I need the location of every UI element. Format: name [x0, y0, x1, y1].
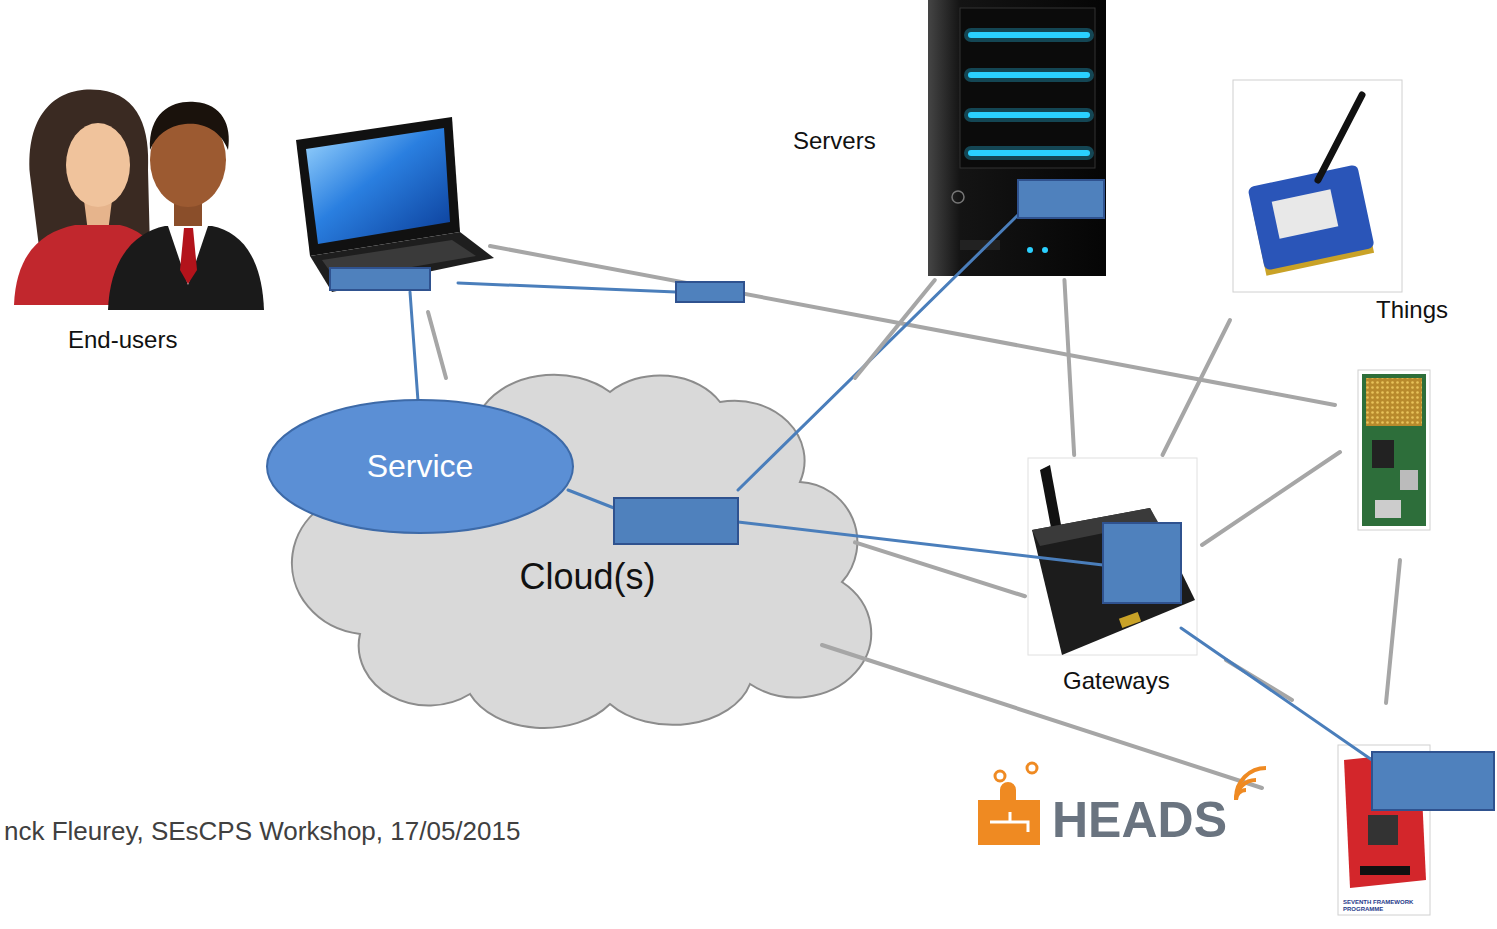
device-label: Things [1376, 296, 1448, 325]
label-holder: SEVENTH FRAMEWORK PROGRAMME [1343, 899, 1429, 912]
end-users-icon [150, 102, 229, 150]
server-tower [928, 0, 1106, 276]
heads-logo-icon [978, 782, 1040, 845]
programme-mark: SEVENTH FRAMEWORK PROGRAMME [1343, 899, 1429, 912]
xbee-module [1233, 80, 1402, 292]
server-tower [1027, 247, 1033, 253]
end-users-icon [14, 89, 264, 310]
xbee-module [1233, 80, 1402, 292]
service-ellipse: Service [265, 398, 575, 535]
pcb-board [1366, 378, 1422, 426]
network-link [1064, 280, 1074, 455]
component-block [614, 498, 738, 544]
label-holder: End-users [68, 326, 177, 355]
server-tower [964, 28, 1094, 42]
server-tower [968, 150, 1090, 156]
server-tower [968, 72, 1090, 78]
things-node: Things [1230, 80, 1470, 330]
red-board [1368, 815, 1398, 845]
heads-logo-icon [995, 771, 1005, 781]
text-holder: Servers [793, 127, 876, 156]
server-tower [964, 68, 1094, 82]
text-holder: Things [1376, 296, 1448, 325]
server-node: Servers [785, 5, 1110, 280]
component-block [1103, 523, 1181, 603]
server-tower [964, 108, 1094, 122]
laptop-icon [296, 117, 494, 292]
server-tower [952, 191, 964, 203]
heads-logo-icon [1236, 768, 1266, 798]
network-link [855, 280, 935, 378]
server-tower [960, 240, 1000, 250]
label-holder: nck Fleurey, SEsCPS Workshop, 17/05/2015 [4, 816, 520, 847]
end-users-icon [180, 228, 197, 284]
service-label: Service [265, 447, 575, 485]
network-link [1163, 320, 1231, 455]
heads-logo-icon [990, 812, 1028, 832]
component-block [1018, 180, 1104, 218]
component-block [1372, 752, 1494, 810]
text-holder: Cloud(s) [320, 555, 855, 598]
gateway-node: Gateways [1025, 455, 1200, 705]
logo-wordmark: HEADS [1052, 790, 1227, 850]
footer-credit: nck Fleurey, SEsCPS Workshop, 17/05/2015 [4, 816, 520, 847]
server-tower [928, 0, 1106, 276]
grey-wire [1386, 560, 1400, 703]
server-tower [960, 8, 1095, 168]
label-holder: HEADS [1052, 790, 1227, 850]
gateway-device [1119, 612, 1141, 628]
grey-wire [822, 645, 1262, 788]
text-holder: Gateways [1063, 667, 1170, 696]
end-users-icon [108, 226, 264, 310]
gateway-device [1028, 458, 1197, 655]
gateway-device [1028, 458, 1197, 655]
xbee-module [1272, 189, 1339, 239]
server-tower [968, 112, 1090, 118]
pcb-board [1372, 440, 1394, 468]
component-block [330, 268, 430, 290]
laptop-icon [296, 117, 460, 256]
pcb-board [1375, 500, 1401, 518]
xbee-module [1247, 164, 1374, 270]
pcb-board [1362, 374, 1426, 526]
xbee-module [1318, 95, 1362, 180]
actor-label: End-users [68, 326, 177, 355]
blue-link [738, 215, 1018, 490]
red-board [1360, 866, 1410, 875]
heads-logo-icon [1027, 763, 1037, 773]
text-holder: Service [265, 447, 575, 485]
pcb-board [1358, 370, 1430, 530]
gateway-device [1032, 508, 1195, 655]
laptop-icon [306, 128, 450, 244]
pcb-board [1358, 370, 1430, 530]
server-tower [964, 146, 1094, 160]
blue-link [458, 283, 676, 292]
device-label: Servers [793, 127, 876, 156]
component-block [676, 282, 744, 302]
end-users-icon [66, 123, 130, 207]
grey-wire [1202, 452, 1340, 545]
server-tower [1042, 247, 1048, 253]
grey-wire [490, 246, 1335, 405]
end-users-icon [168, 226, 208, 285]
network-link [855, 542, 1025, 596]
grey-wire [428, 312, 446, 378]
server-tower [968, 32, 1090, 38]
cloud-label: Cloud(s) [320, 555, 855, 598]
gateway-device [1040, 465, 1062, 533]
device-label: Gateways [1063, 667, 1170, 696]
blue-link [1181, 628, 1372, 760]
blue-link [410, 292, 418, 401]
pcb-board [1400, 470, 1418, 490]
